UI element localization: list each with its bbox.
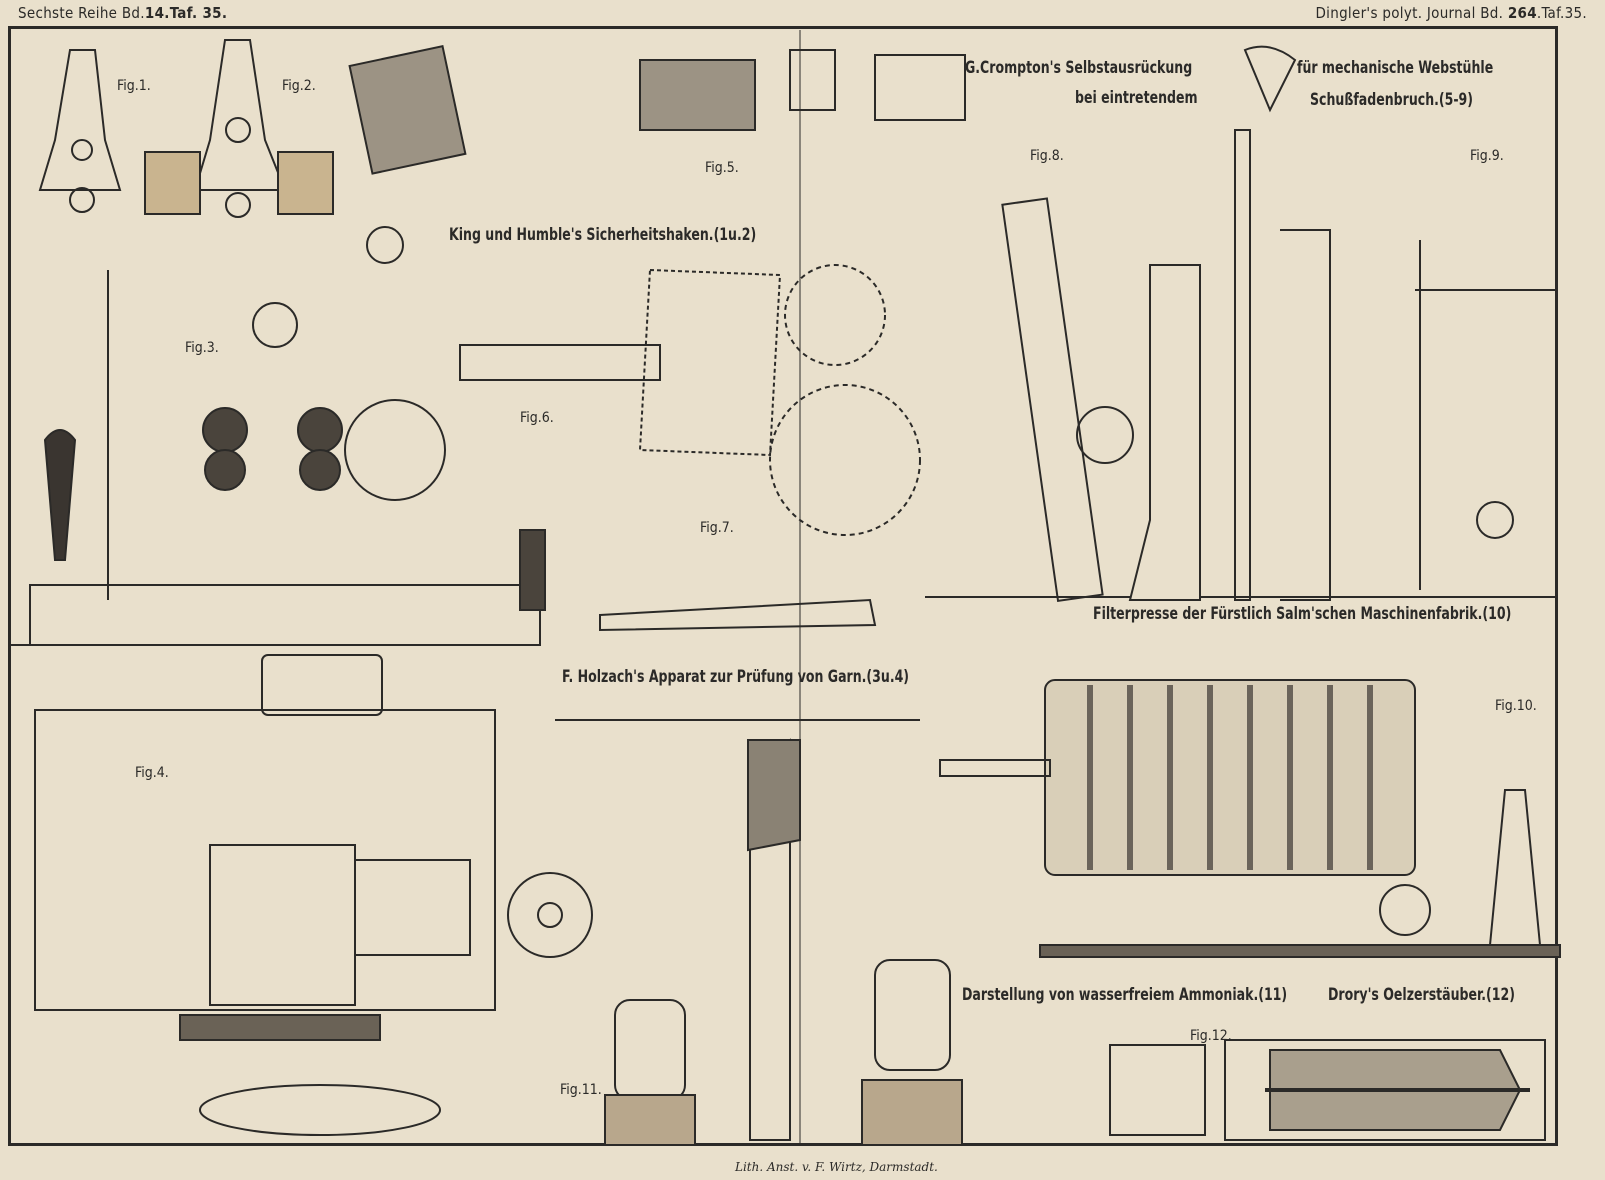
- volume-number: 14: [144, 4, 165, 22]
- title-crompton-line3: bei eintretendem: [1075, 88, 1198, 108]
- plate-number: .Taf. 35.: [164, 4, 228, 22]
- fig-label-11: Fig.11.: [560, 1082, 602, 1098]
- title-crompton-line4: Schußfadenbruch.(5-9): [1310, 90, 1474, 110]
- filter-press: [939, 679, 1561, 958]
- journal-label: Dingler's polyt. Journal Bd.: [1315, 4, 1504, 22]
- crompton-stop-motion: [769, 49, 1201, 602]
- ammonia-apparatus: [555, 719, 1206, 1146]
- lithographer-credit: Lith. Anst. v. F. Wirtz, Darmstadt.: [735, 1160, 938, 1174]
- series-label: Sechste Reihe Bd.: [18, 4, 145, 22]
- fig-label-10: Fig.10.: [1495, 698, 1537, 714]
- title-filterpresse: Filterpresse der Fürstlich Salm'schen Ma…: [1093, 604, 1512, 624]
- journal-plate: .Taf.35.: [1536, 4, 1587, 22]
- fig-label-6: Fig.6.: [520, 410, 554, 426]
- title-crompton-line1: G.Crompton's Selbstausrückung: [965, 58, 1193, 78]
- title-holzach: F. Holzach's Apparat zur Prüfung von Gar…: [562, 667, 910, 687]
- fig-label-12: Fig.12.: [1190, 1028, 1232, 1044]
- safety-hook-drawings: [38, 39, 334, 218]
- fig-label-3: Fig.3.: [185, 340, 219, 356]
- fig-label-7: Fig.7.: [700, 520, 734, 536]
- title-king-humble: King und Humble's Sicherheitshaken.(1u.2…: [449, 225, 757, 245]
- fig-label-2: Fig.2.: [282, 78, 316, 94]
- oil-atomizer: [1224, 1039, 1546, 1141]
- header-left: Sechste Reihe Bd.14.Taf. 35.: [18, 4, 227, 22]
- header-right: Dingler's polyt. Journal Bd. 264.Taf.35.: [1315, 4, 1587, 22]
- journal-volume: 264: [1507, 4, 1537, 22]
- crompton-fig9: [1234, 45, 1555, 601]
- loom-detail-drawings: [348, 45, 877, 632]
- title-ammoniak: Darstellung von wasserfreiem Ammoniak.(1…: [962, 985, 1288, 1005]
- yarn-tester-plan: [34, 654, 593, 1136]
- title-drory: Drory's Oelzerstäuber.(12): [1328, 985, 1515, 1005]
- yarn-tester-elevation: [29, 270, 546, 646]
- fig-label-8: Fig.8.: [1030, 148, 1064, 164]
- fig-label-5: Fig.5.: [705, 160, 739, 176]
- fig-label-1: Fig.1.: [117, 78, 151, 94]
- fig-label-9: Fig.9.: [1470, 148, 1504, 164]
- fig-label-4: Fig.4.: [135, 765, 169, 781]
- title-crompton-line2: für mechanische Webstühle: [1297, 58, 1494, 78]
- plate-frame: [8, 26, 1558, 1146]
